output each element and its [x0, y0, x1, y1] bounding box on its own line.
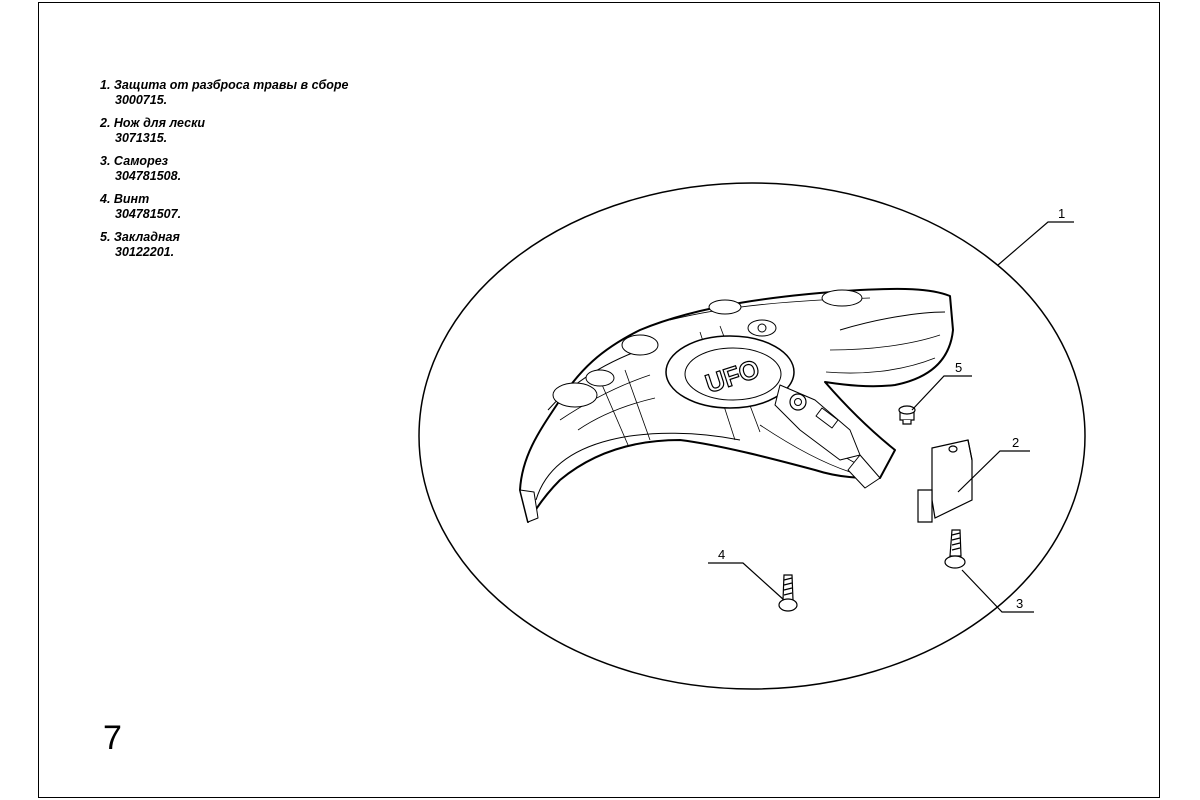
part-4-code: 304781507.	[115, 207, 182, 221]
part-4-name: 4. Винт	[100, 192, 150, 206]
parts-list: 1. Защита от разброса травы в сборе 3000…	[100, 78, 400, 268]
callout-2: 2	[1012, 435, 1019, 450]
page-number: 7	[103, 719, 122, 757]
leader-4	[708, 562, 785, 601]
part-4: 4. Винт 304781507.	[100, 192, 400, 222]
part-1-name: 1. Защита от разброса травы в сборе	[100, 78, 349, 92]
callout-5: 5	[955, 360, 962, 375]
leader-5	[911, 375, 972, 411]
line-blade-drawing	[917, 439, 973, 523]
part-3-name: 3. Саморез	[100, 154, 169, 168]
callout-3: 3	[1016, 596, 1023, 611]
callout-1: 1	[1058, 206, 1065, 221]
leader-lines	[708, 221, 1074, 613]
part-2: 2. Нож для лески 3071315.	[100, 116, 400, 146]
self-tapping-screw-drawing	[944, 529, 966, 569]
part-1: 1. Защита от разброса травы в сборе 3000…	[100, 78, 400, 108]
insert-drawing	[898, 405, 916, 425]
grass-guard-drawing	[519, 287, 954, 523]
part-1-code: 3000715.	[115, 93, 168, 107]
part-3: 3. Саморез 304781508.	[100, 154, 400, 184]
part-5: 5. Закладная 30122201.	[100, 230, 400, 260]
leader-3	[961, 569, 1034, 613]
part-2-code: 3071315.	[115, 131, 168, 145]
leader-2	[957, 450, 1030, 493]
part-5-code: 30122201.	[115, 245, 175, 259]
part-5-name: 5. Закладная	[100, 230, 180, 244]
screw-drawing	[778, 574, 798, 612]
callout-4: 4	[718, 547, 725, 562]
part-3-code: 304781508.	[115, 169, 182, 183]
assembly-ellipse	[418, 182, 1086, 690]
part-2-name: 2. Нож для лески	[100, 116, 206, 130]
leader-1	[997, 221, 1074, 266]
page-frame	[38, 2, 1160, 798]
